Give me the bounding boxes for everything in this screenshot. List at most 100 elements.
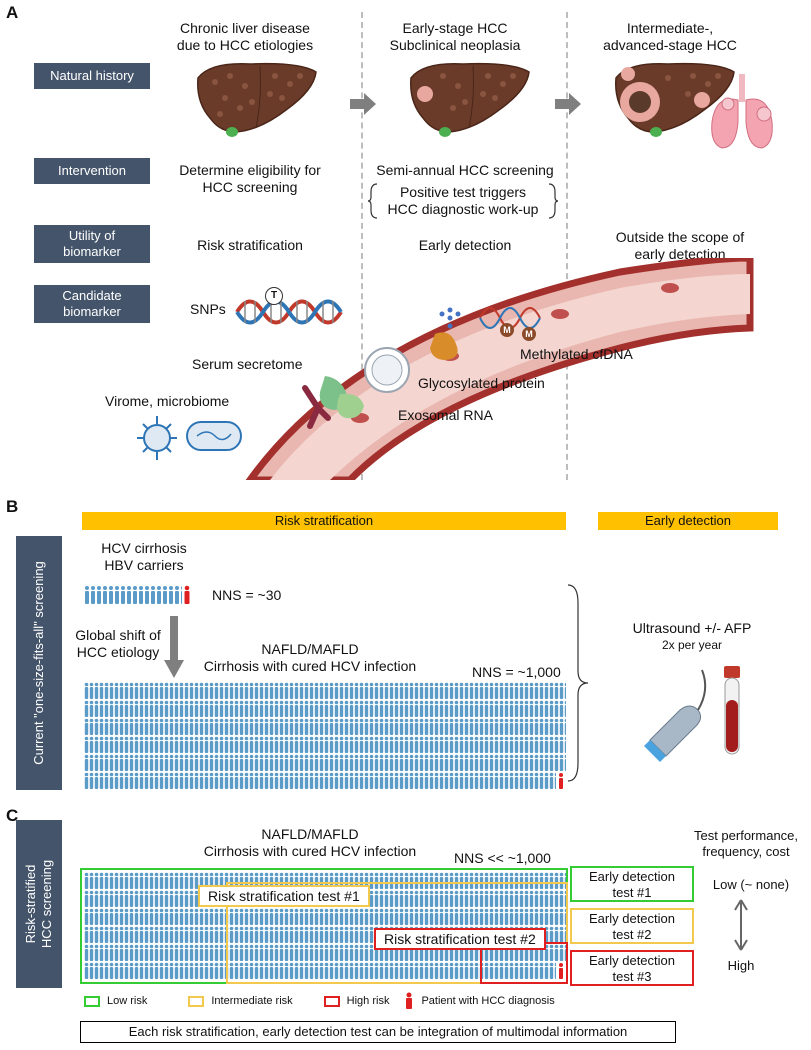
test-text: Ultrasound +/- AFP [632, 620, 752, 636]
people-crowd-icon [84, 872, 566, 979]
risk-stratification-test-2: Risk stratification test #2 [374, 928, 546, 950]
row-label-intervention: Intervention [34, 158, 150, 184]
patient-icon [406, 992, 413, 1009]
side-label-line: Risk-stratified [23, 864, 38, 944]
low-cost-label: Low (~ none) [712, 877, 790, 892]
left-brace-icon [368, 183, 378, 219]
group-text: HBV carriers [104, 557, 184, 573]
utility-early-detection: Early detection [418, 237, 512, 253]
header-line: Early-stage HCC [402, 20, 508, 36]
virus-bacterium-icon [137, 416, 242, 460]
candidate-virome-microbiome: Virome, microbiome [105, 393, 230, 409]
down-arrow-icon [164, 616, 184, 678]
utility-text: Outside the scope of [615, 229, 745, 245]
small-population-crowd [84, 585, 192, 605]
ed-text: Early detection [589, 869, 675, 884]
progression-arrow-icon [555, 93, 581, 115]
large-population-crowd [84, 682, 566, 790]
ultrasound-afp-test: Ultrasound +/- AFP 2x per year [612, 620, 772, 654]
utility-risk-stratification: Risk stratification [197, 237, 303, 253]
current-screening-label: Current "one-size-fits-all" screening [16, 536, 62, 790]
legend: Low risk Intermediate risk High risk Pat… [84, 992, 555, 1010]
stratified-population-crowd [84, 872, 566, 980]
column-header-early: Early-stage HCC Subclinical neoplasia [370, 20, 540, 54]
row-label-text: Natural history [50, 68, 134, 83]
high-risk-swatch [323, 995, 340, 1007]
candidate-methylated-cfdna: Methylated cfDNA [520, 346, 633, 362]
column-separator [361, 12, 363, 480]
ed-text: Early detection [589, 953, 675, 968]
legend-label: Intermediate risk [211, 995, 293, 1007]
panel-c-letter: C [6, 806, 19, 825]
group-text: NAFLD/MAFLD [261, 826, 359, 842]
global-shift-text: Global shift of HCC etiology [68, 627, 168, 661]
shift-text: Global shift of [75, 627, 161, 643]
risk-stratification-bar: Risk stratification [82, 512, 566, 530]
high-risk-groups: HCV cirrhosis HBV carriers [84, 540, 204, 574]
row-label-text: Candidate [62, 288, 122, 303]
progression-arrow-icon [350, 93, 376, 115]
group-text: Cirrhosis with cured HCV infection [203, 658, 417, 674]
bracket-text: Positive test triggers [399, 184, 527, 200]
double-arrow-icon [734, 899, 748, 951]
lungs-metastasis-illustration [711, 74, 773, 149]
legend-label: Patient with HCC diagnosis [421, 995, 555, 1007]
ed-text: test #2 [612, 927, 652, 942]
dna-helix-icon [235, 299, 343, 325]
blood-vessel-illustration [245, 258, 754, 480]
nafld-population: NAFLD/MAFLD Cirrhosis with cured HCV inf… [180, 641, 440, 675]
nns-less-than-1000: NNS << ~1,000 [454, 850, 551, 866]
work-up-bracket: Positive test triggers HCC diagnostic wo… [368, 183, 558, 219]
snp-tag-icon: T [265, 287, 283, 305]
people-crowd-icon [84, 682, 566, 789]
liver-illustration-healthy [197, 62, 317, 137]
intervention-col1: Determine eligibility for HCC screening [160, 162, 340, 196]
panel-a-letter: A [6, 3, 19, 22]
intervention-col2: Semi-annual HCC screening [376, 162, 554, 178]
column-header-chronic: Chronic liver disease due to HCC etiolog… [160, 20, 330, 54]
column-separator [566, 12, 568, 480]
methyl-tag-icon: M [500, 323, 514, 337]
ultrasound-probe-blood-tube-icon [644, 666, 740, 762]
candidate-exosomal-rna: Exosomal RNA [398, 407, 493, 423]
header-line: Chronic liver disease [180, 20, 310, 36]
right-brace-icon [548, 183, 558, 219]
perf-text: frequency, cost [702, 844, 790, 859]
side-label-text: Current "one-size-fits-all" screening [31, 561, 46, 765]
header-line: Intermediate-, [626, 20, 714, 36]
header-line: advanced-stage HCC [603, 37, 737, 53]
early-detection-bar: Early detection [598, 512, 778, 530]
liver-illustration-advanced-tumor [615, 62, 735, 137]
group-text: HCV cirrhosis [101, 540, 187, 556]
candidate-glycosylated-protein: Glycosylated protein [418, 375, 545, 391]
side-label-line: HCC screening [39, 859, 54, 949]
group-text: NAFLD/MAFLD [261, 641, 359, 657]
row-label-text: Intervention [58, 163, 126, 178]
people-crowd-icon [84, 585, 190, 605]
column-header-advanced: Intermediate-, advanced-stage HCC [585, 20, 755, 54]
low-risk-swatch [84, 995, 100, 1007]
methyl-tag-icon: M [522, 327, 536, 341]
legend-label: Low risk [107, 995, 148, 1007]
intervention-text: HCC screening [202, 179, 298, 195]
nafld-population-c: NAFLD/MAFLD Cirrhosis with cured HCV inf… [180, 826, 440, 860]
panel-b-letter: B [6, 497, 19, 516]
header-line: Subclinical neoplasia [389, 37, 521, 53]
bracket-text: HCC diagnostic work-up [387, 201, 539, 217]
high-cost-label: High [727, 958, 755, 973]
ed-text: Early detection [589, 911, 675, 926]
legend-label: High risk [346, 995, 390, 1007]
candidate-serum-secretome: Serum secretome [192, 356, 303, 372]
liver-illustration-early-tumor [410, 62, 530, 137]
row-label-text: Utility of [68, 228, 116, 243]
candidate-snps: SNPs [190, 301, 226, 317]
nns-1000: NNS = ~1,000 [472, 664, 561, 680]
footer-note: Each risk stratification, early detectio… [80, 1021, 676, 1043]
